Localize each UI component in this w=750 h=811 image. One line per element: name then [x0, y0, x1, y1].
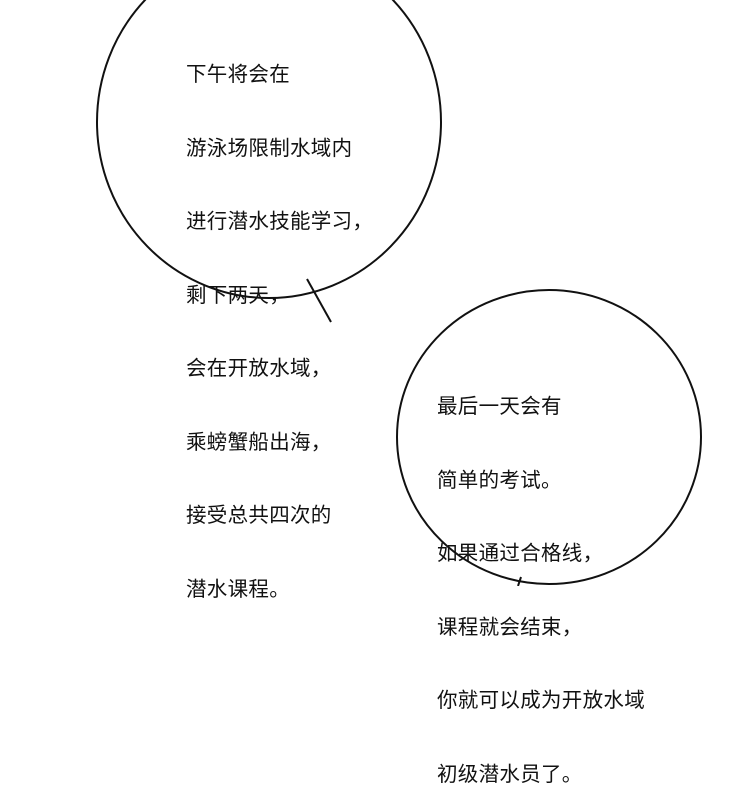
speech-bubbles-layer [96, 0, 702, 586]
bubble-2-line: 简单的考试。 [437, 467, 562, 492]
bubble-1-line: 接受总共四次的 [186, 503, 332, 527]
bubble-1-line: 会在开放水域， [186, 356, 332, 380]
speech-bubble-2-outline [396, 289, 702, 585]
bubble-2-line: 课程就会结束， [437, 614, 583, 639]
bubble-1-line: 剩下两天， [186, 282, 290, 307]
bubble-1-line: 下午将会在 [186, 62, 290, 86]
speech-bubble-2-tail [517, 576, 522, 586]
speech-bubble-1-text: 下午将会在 游泳场限制水域内 进行潜水技能学习， 剩下两天， 会在开放水域， 乘… [186, 13, 373, 626]
speech-bubble-1-outline [96, 0, 442, 299]
bubble-1-line: 潜水课程。 [186, 576, 290, 601]
bubble-2-line: 最后一天会有 [437, 394, 562, 418]
bubble-2-line: 你就可以成为开放水域 [437, 688, 645, 712]
speech-bubble-1-tail [306, 278, 332, 323]
bubble-2-line: 初级潜水员了。 [437, 761, 583, 786]
bubble-2-line: 如果通过合格线， [437, 541, 604, 565]
bubble-1-line: 乘螃蟹船出海， [186, 429, 332, 454]
speech-bubble-2-text: 最后一天会有 简单的考试。 如果通过合格线， 课程就会结束， 你就可以成为开放水… [437, 345, 645, 811]
bubble-1-line: 进行潜水技能学习， [186, 209, 374, 233]
bubble-1-line: 游泳场限制水域内 [186, 135, 353, 160]
